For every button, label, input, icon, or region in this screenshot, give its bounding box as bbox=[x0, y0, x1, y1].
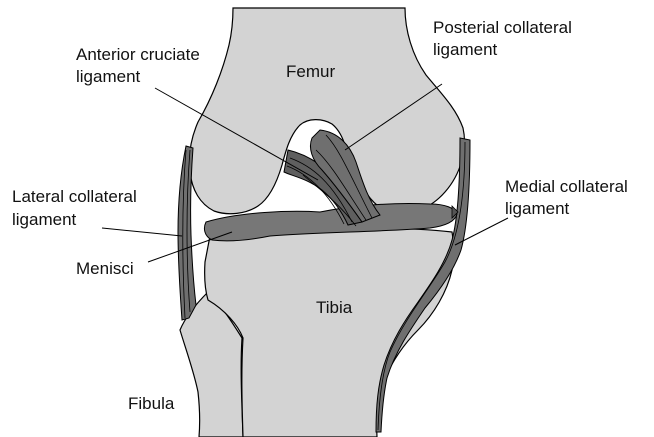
menisci-label: Menisci bbox=[76, 259, 134, 279]
posterior-label-line1: Posterial collateral bbox=[433, 18, 572, 38]
anterior-cruciate-label-line2: ligament bbox=[76, 67, 140, 87]
lateral-collateral-label-line1: Lateral collateral bbox=[12, 187, 137, 207]
femur-label: Femur bbox=[286, 62, 335, 82]
leader-lateral bbox=[102, 228, 182, 236]
fibula-label: Fibula bbox=[128, 394, 174, 414]
lateral-collateral-label-line2: ligament bbox=[12, 210, 76, 230]
tibia bbox=[205, 228, 454, 437]
posterior-label-line2: ligament bbox=[433, 40, 497, 60]
tibia-label: Tibia bbox=[316, 298, 352, 318]
medial-collateral-label-line2: ligament bbox=[505, 199, 569, 219]
medial-collateral-label-line1: Medial collateral bbox=[505, 177, 628, 197]
anterior-cruciate-label-line1: Anterior cruciate bbox=[76, 45, 200, 65]
